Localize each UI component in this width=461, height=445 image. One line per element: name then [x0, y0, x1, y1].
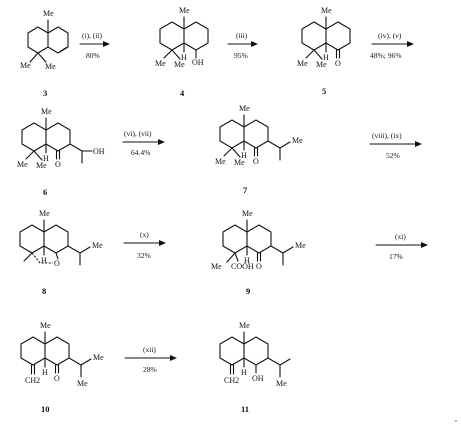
oxygen-label: O — [253, 157, 259, 166]
methyl-label: Me — [39, 209, 50, 218]
hydrogen-label: H — [241, 151, 247, 160]
hydroxyl-label: OH — [252, 374, 264, 383]
methyl-label: Me — [92, 241, 103, 250]
oxygen-label: O — [335, 59, 341, 68]
compound-number: 6 — [43, 187, 47, 197]
reaction-yield: 28% — [143, 365, 157, 374]
methyl-label: Me — [316, 60, 327, 69]
carboxylic-acid-label: COOH — [231, 262, 254, 271]
methyl-label: Me — [292, 136, 303, 145]
reaction-arrow-6: (x) 32% — [123, 230, 166, 260]
reaction-yield: 32% — [137, 251, 151, 260]
hydrogen-label: H — [43, 154, 49, 163]
reaction-conditions: (iii) — [236, 31, 248, 40]
reaction-conditions: (xi) — [395, 232, 406, 241]
reaction-yield: 52% — [386, 151, 400, 160]
reaction-conditions: (iv), (v) — [378, 31, 402, 40]
reaction-yield: 48%; 96% — [370, 51, 401, 60]
hydrogen-label: H — [241, 368, 247, 377]
compound-number: 10 — [41, 404, 50, 414]
methyl-label: Me — [239, 321, 250, 330]
reaction-conditions: (xii) — [143, 345, 156, 354]
methyl-label: Me — [234, 158, 245, 167]
compound-8: Me H O Me 8 — [19, 209, 103, 296]
reaction-arrow-1: (i), (ii) 80% — [79, 31, 110, 60]
methyl-label: Me — [276, 379, 287, 388]
reaction-yield: 64.4% — [131, 148, 150, 157]
oxygen-label: O — [55, 160, 61, 169]
compound-10: Me CH2 H O Me Me 10 — [20, 321, 104, 414]
reaction-arrow-2: (iii) 95% — [227, 31, 258, 60]
compound-9: Me Me COOH H O Me 9 — [211, 209, 306, 296]
compound-number: 3 — [43, 88, 47, 98]
methyl-label: Me — [155, 59, 166, 68]
reaction-yield: 95% — [234, 51, 248, 60]
methyl-label: Me — [93, 353, 104, 362]
methyl-label: Me — [179, 6, 190, 15]
compound-4: Me Me Me H OH 4 — [155, 6, 209, 98]
methyl-label: Me — [211, 262, 222, 271]
compound-3: Me Me Me 3 — [20, 9, 69, 98]
compound-number: 8 — [42, 286, 46, 296]
reaction-arrow-5: (viii), (ix) 52% — [369, 131, 422, 160]
methyl-label: Me — [43, 9, 54, 18]
compound-number: 4 — [180, 88, 185, 98]
methyl-label: Me — [295, 241, 306, 250]
oxygen-label: O — [54, 259, 60, 268]
reaction-conditions: (i), (ii) — [82, 31, 102, 40]
oxygen-label: O — [54, 374, 60, 383]
methyl-label: Me — [20, 61, 31, 70]
compound-number: 9 — [246, 286, 250, 296]
hydrogen-label: H — [41, 256, 47, 265]
methyl-label: Me — [41, 107, 52, 116]
reaction-yield: 80% — [86, 51, 100, 60]
reaction-arrow-3: (iv), (v) 48%; 96% — [370, 31, 414, 60]
methyl-label: Me — [45, 62, 56, 71]
trailing-comma: , — [455, 414, 457, 423]
compound-number: 7 — [243, 185, 248, 195]
methyl-label: Me — [215, 157, 226, 166]
methyl-label: Me — [77, 379, 88, 388]
methylene-label: CH2 — [224, 376, 239, 385]
hydrogen-label: H — [323, 53, 329, 62]
compound-number: 11 — [241, 404, 249, 414]
hydrogen-label: H — [244, 256, 250, 265]
reaction-arrow-4: (vi), (vii) 64.4% — [122, 129, 165, 157]
methyl-label: Me — [36, 161, 47, 170]
compound-7: Me Me Me H O Me 7 — [215, 104, 303, 195]
hydrogen-label: H — [42, 368, 48, 377]
compound-5: Me Me Me H O 5 — [297, 6, 351, 96]
compound-number: 5 — [322, 86, 326, 96]
methyl-label: Me — [242, 209, 253, 218]
reaction-arrow-7: (xi) 17% — [375, 232, 428, 261]
methylene-label: CH2 — [25, 376, 40, 385]
hydroxyl-label: OH — [192, 58, 204, 67]
methyl-label: Me — [239, 104, 250, 113]
reaction-conditions: (vi), (vii) — [124, 129, 152, 138]
methyl-label: Me — [17, 160, 28, 169]
methyl-label: Me — [40, 321, 51, 330]
reaction-conditions: (x) — [140, 230, 149, 239]
compound-11: Me CH2 H OH Me 11 — [219, 321, 291, 414]
hydrogen-label: H — [181, 53, 187, 62]
methyl-label: Me — [297, 59, 308, 68]
hydroxyl-label: OH — [93, 147, 105, 156]
oxygen-label: O — [256, 262, 262, 271]
reaction-arrow-8: (xii) 28% — [124, 345, 177, 374]
compound-6: Me Me Me H O OH 6 — [17, 107, 105, 197]
methyl-label: Me — [174, 60, 185, 69]
reaction-yield: 17% — [389, 252, 403, 261]
methyl-label: Me — [321, 6, 332, 15]
reaction-conditions: (viii), (ix) — [372, 131, 402, 140]
